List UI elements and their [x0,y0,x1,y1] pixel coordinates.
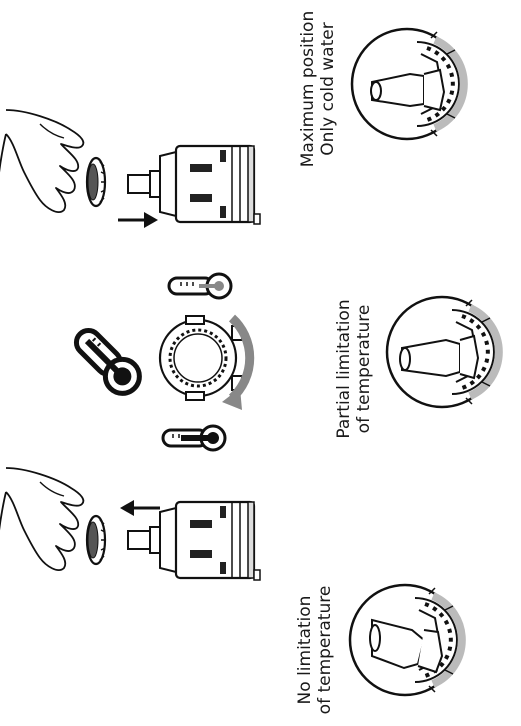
adjustment-ring [160,316,242,400]
thermometer-cold-icon [169,274,231,298]
caption-partial-limitation: Partial limitation of temperature [334,286,374,452]
cartridge-bottom [128,502,260,580]
pull-arrow-icon [120,500,160,516]
caption-maximum-position: Maximum position Only cold water [298,0,338,178]
caption-no-limitation: No limitation of temperature [295,584,335,716]
ring-top [87,158,105,206]
cartridge-top [128,146,260,224]
hand-top [0,110,83,212]
detail-partial-limitation [387,297,499,407]
thermometer-hot-icon [68,322,146,400]
push-arrow-icon [118,212,158,228]
thermometer-mid-icon [163,426,225,450]
ring-bottom [87,516,105,564]
detail-no-limitation [350,585,462,695]
detail-maximum-position [352,29,464,139]
hand-bottom [0,468,83,570]
